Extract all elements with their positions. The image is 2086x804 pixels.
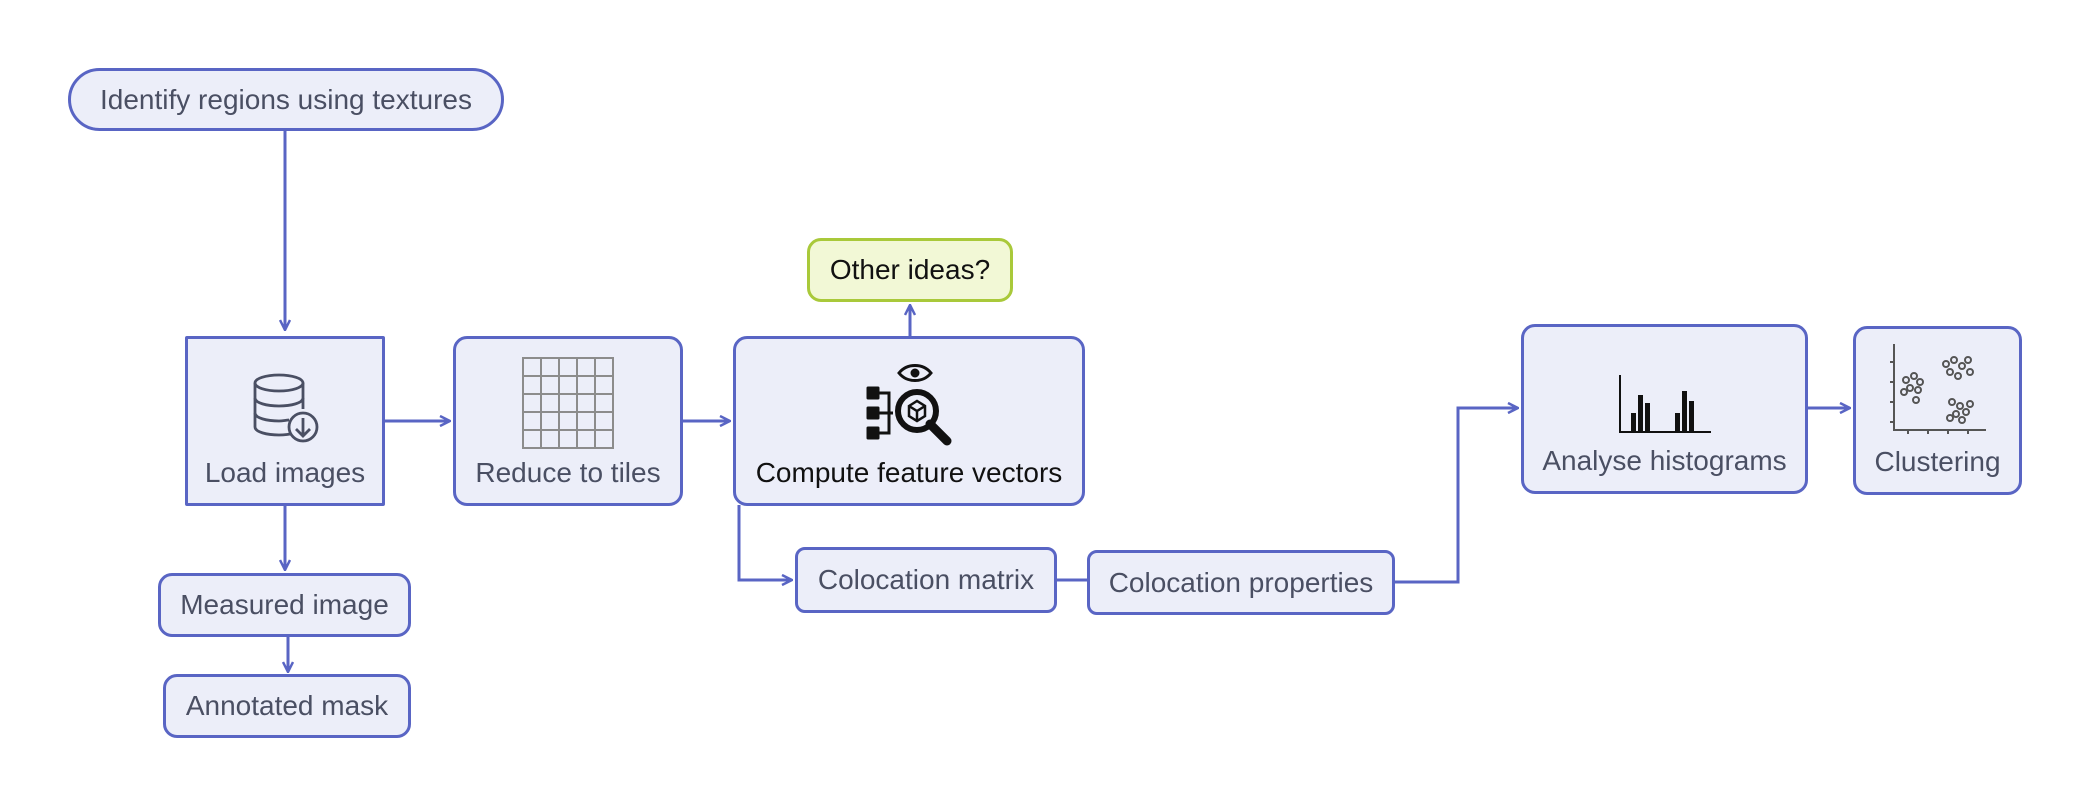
feature-inspection-icon: [863, 361, 955, 449]
identify-regions-node[interactable]: Identify regions using textures: [68, 68, 504, 131]
measured-image-label: Measured image: [180, 589, 389, 620]
edge-compute-to-matrix: [737, 505, 792, 580]
compute-features-node[interactable]: Compute feature vectors: [733, 336, 1085, 506]
clustering-node[interactable]: Clustering: [1853, 326, 2022, 495]
compute-features-label: Compute feature vectors: [755, 457, 1063, 488]
database-download-icon: [245, 369, 325, 449]
colocation-matrix-label: Colocation matrix: [817, 564, 1035, 595]
other-ideas-node[interactable]: Other ideas?: [807, 238, 1013, 302]
annotated-mask-label: Annotated mask: [185, 690, 389, 721]
load-images-label: Load images: [204, 457, 366, 488]
analyse-histograms-label: Analyse histograms: [1542, 445, 1787, 476]
load-images-node[interactable]: Load images: [185, 336, 385, 506]
reduce-tiles-node[interactable]: Reduce to tiles: [453, 336, 683, 506]
reduce-tiles-label: Reduce to tiles: [475, 457, 661, 488]
analyse-histograms-node[interactable]: Analyse histograms: [1521, 324, 1808, 494]
scatter-cluster-icon: [1888, 342, 1988, 438]
edge-properties-to-histograms: [1394, 408, 1518, 584]
other-ideas-label: Other ideas?: [829, 254, 991, 285]
measured-image-node[interactable]: Measured image: [158, 573, 411, 637]
clustering-label: Clustering: [1874, 446, 2001, 477]
colocation-properties-node[interactable]: Colocation properties: [1087, 550, 1395, 615]
annotated-mask-node[interactable]: Annotated mask: [163, 674, 411, 738]
tile-grid-icon: [522, 357, 614, 449]
colocation-matrix-node[interactable]: Colocation matrix: [795, 547, 1057, 613]
histogram-icon: [1617, 373, 1713, 437]
colocation-properties-label: Colocation properties: [1108, 566, 1374, 598]
identify-regions-label: Identify regions using textures: [100, 83, 472, 115]
